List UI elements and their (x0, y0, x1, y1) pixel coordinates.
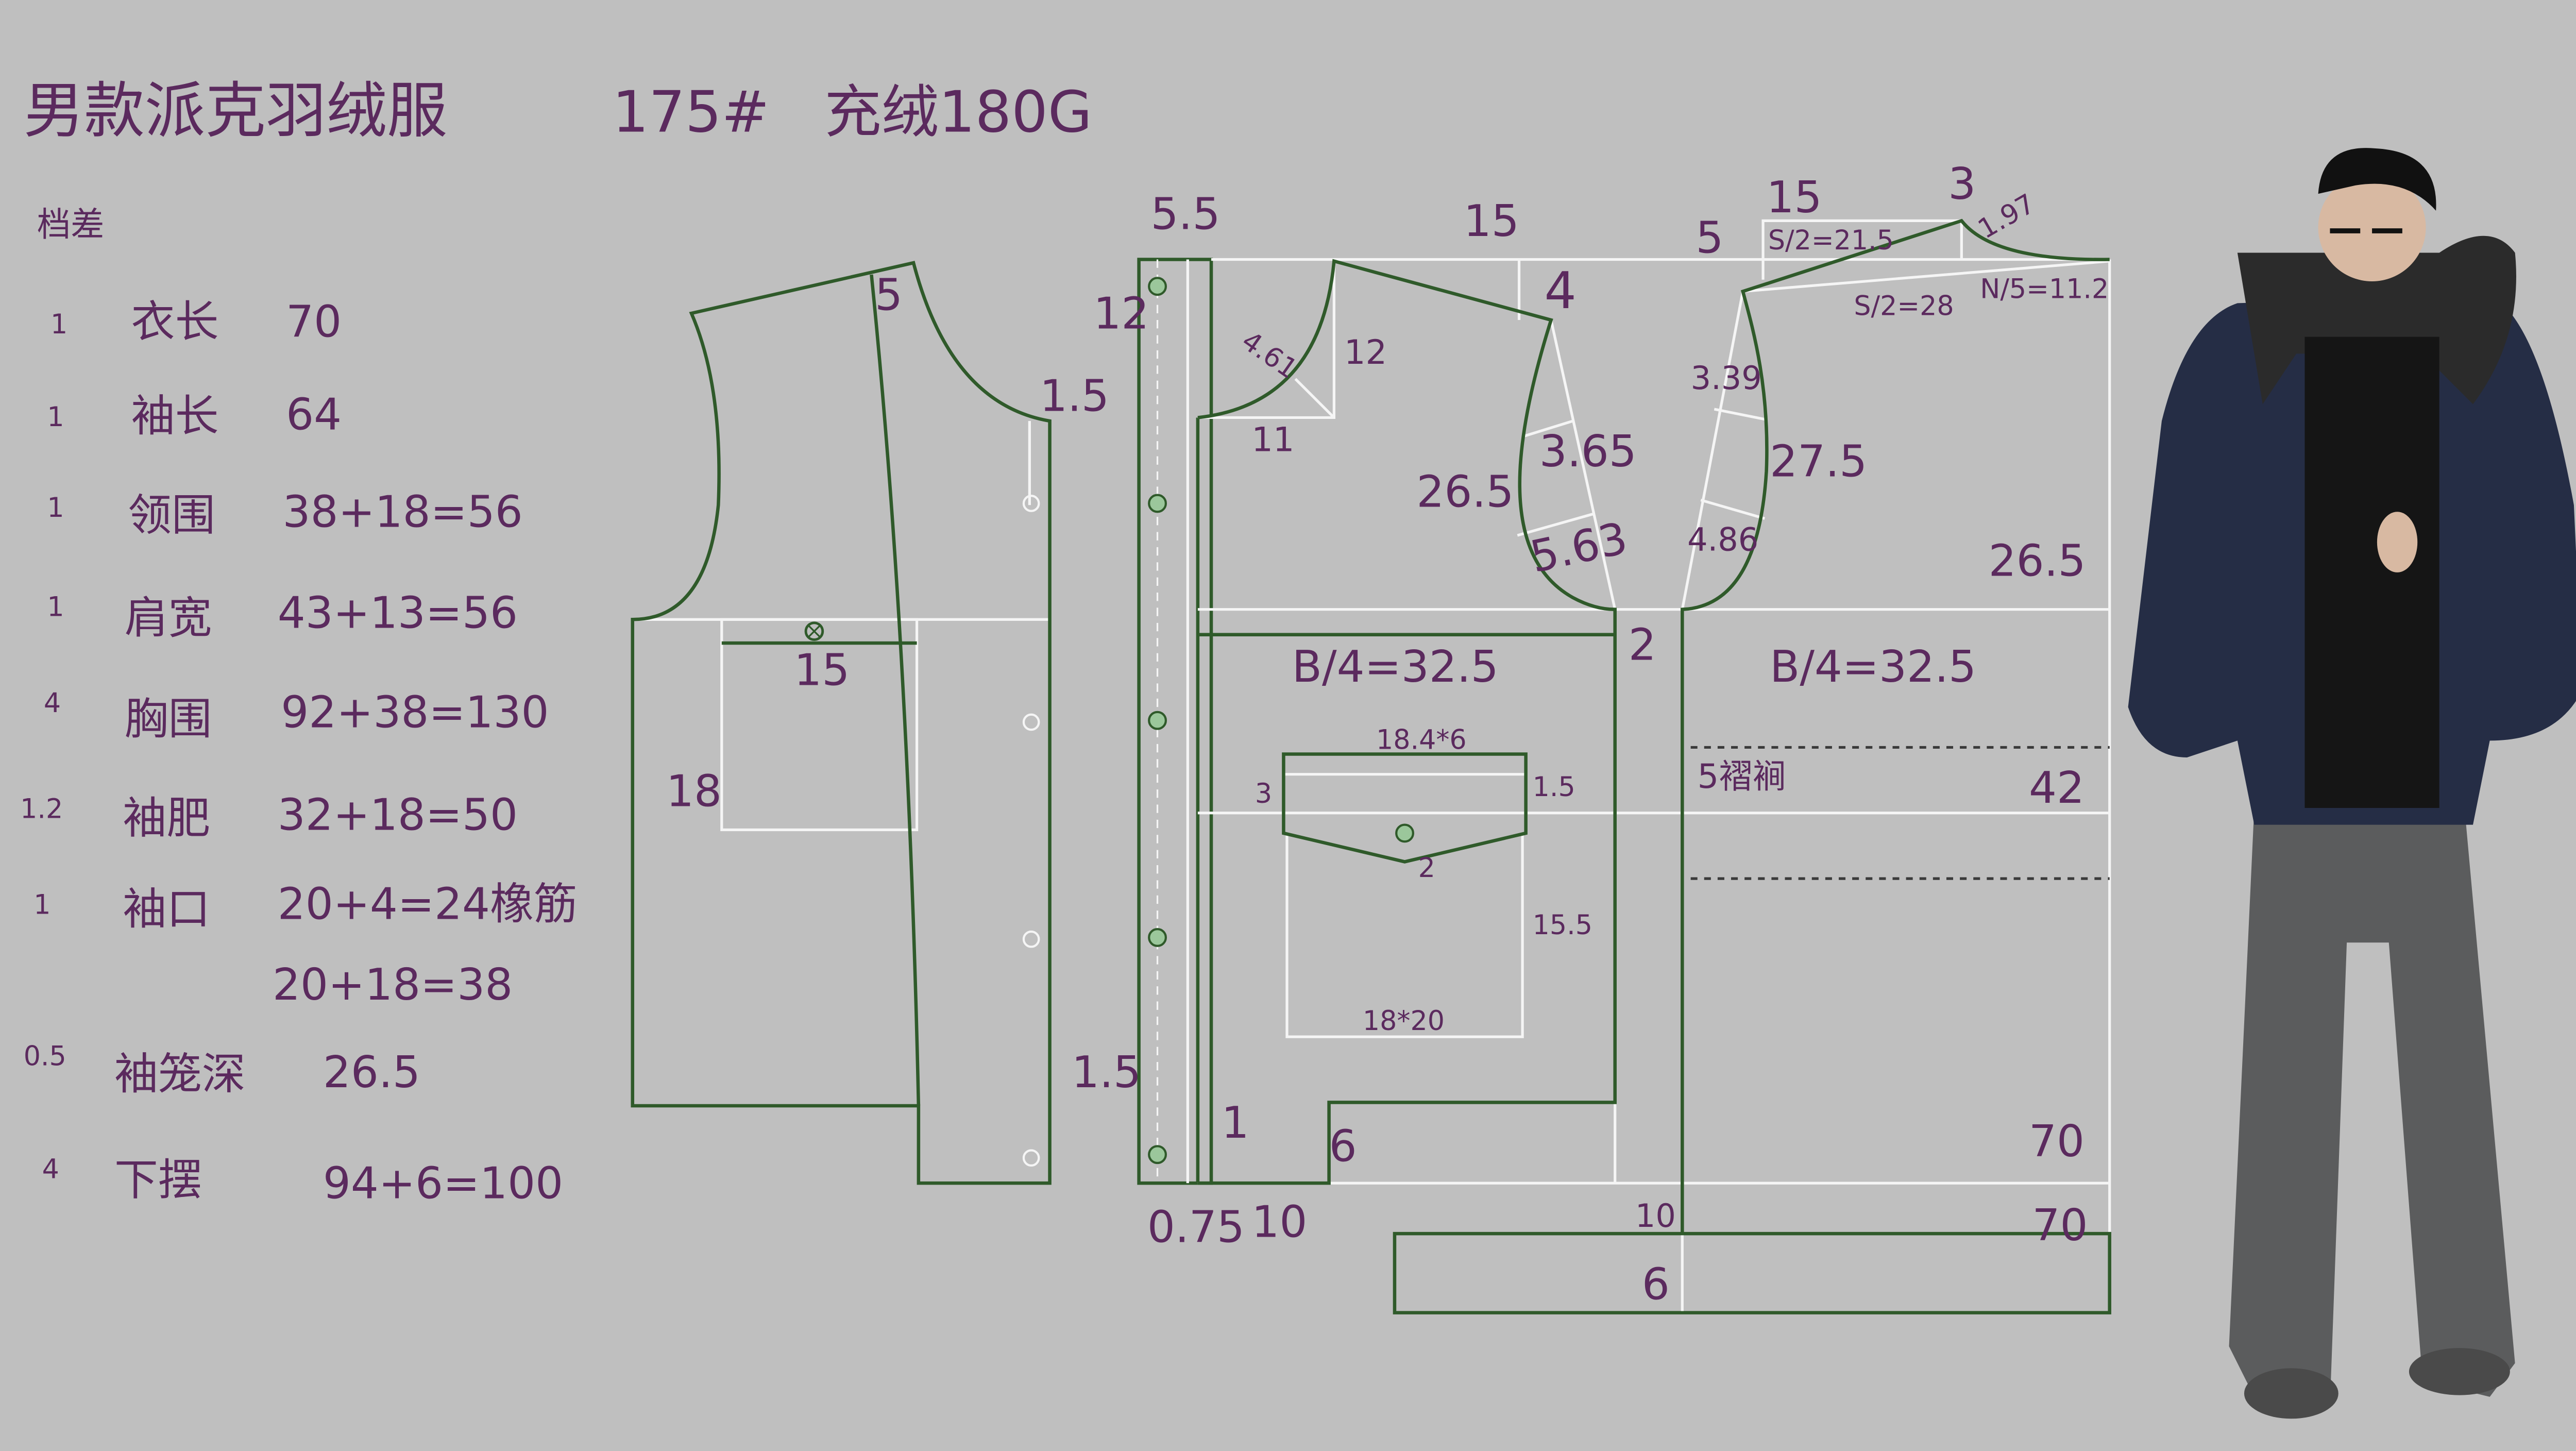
fill-label: 充绒180G (824, 79, 1092, 145)
spec-value-extra: 20+18=38 (273, 959, 513, 1010)
spec-name: 袖肥 (123, 793, 210, 844)
title: 男款派克羽绒服 (24, 75, 448, 146)
dim-label: 3.65 (1539, 426, 1637, 477)
dim-label: 15 (1464, 196, 1519, 247)
dim-label: S/2=28 (1854, 291, 1954, 322)
spec-name: 袖笼深 (114, 1049, 246, 1100)
dim-label: N/5=11.2 (1980, 274, 2109, 305)
dim-label: 12 (1093, 288, 1149, 339)
spec-name: 肩宽 (125, 593, 212, 644)
back-body-piece: 5 15 3 S/2=21.5 1.97 S/2=28 N/5=11.2 3.3… (1393, 159, 2111, 1314)
dim-label: 4 (1545, 262, 1577, 320)
dim-label: 3 (1255, 779, 1272, 809)
dim-label: 4.86 (1687, 520, 1758, 558)
front-panel-piece: 5 1.5 15 18 (631, 261, 1109, 1185)
dim-label: 70 (2032, 1200, 2088, 1251)
spec-value: 26.5 (323, 1047, 420, 1098)
spec-name: 袖口 (123, 884, 210, 935)
dim-label: 6 (1329, 1121, 1357, 1172)
spec-name: 衣长 (131, 297, 219, 348)
spec-grade: 1 (47, 402, 64, 433)
button-marker (1395, 823, 1414, 843)
dim-label: 2 (1629, 620, 1656, 671)
spec-value: 64 (286, 389, 342, 440)
dim-label: 12 (1344, 333, 1387, 372)
header: 男款派克羽绒服 175# 充绒180G (24, 75, 1092, 146)
spec-list: 档差 1 衣长 70 1 袖长 64 1 领围 38+18=56 1 肩宽 43… (20, 205, 578, 1209)
dim-label: 3 (1948, 159, 1976, 210)
spec-grade: 1 (50, 309, 67, 340)
dim-label: 5 (1696, 212, 1723, 263)
dim-label: 2 (1418, 853, 1435, 884)
dim-label: 18*20 (1363, 1006, 1445, 1037)
dim-label: B/4=32.5 (1770, 642, 1976, 693)
dim-label: 0.75 (1147, 1202, 1245, 1253)
grade-title: 档差 (37, 205, 105, 244)
dim-label: 5 (875, 269, 903, 320)
dim-label: 18.4*6 (1376, 725, 1467, 756)
spec-name: 胸围 (125, 694, 212, 745)
dim-label: 11 (1251, 420, 1294, 460)
spec-name: 下摆 (114, 1155, 202, 1206)
dim-label: 5.5 (1150, 189, 1220, 240)
spec-grade: 4 (42, 1154, 59, 1185)
spec-value: 70 (286, 297, 342, 348)
button-markers (1022, 495, 1040, 1167)
spec-value: 32+18=50 (278, 789, 518, 840)
dim-label: 18 (666, 766, 722, 817)
dim-label: 6 (1642, 1259, 1670, 1310)
dim-label: 1.5 (1040, 370, 1109, 421)
pleat-label: 5褶裥 (1698, 757, 1786, 796)
dim-label: 10 (1635, 1197, 1676, 1235)
spec-value: 38+18=56 (283, 487, 523, 538)
spec-grade: 1.2 (20, 794, 63, 825)
button-marker (804, 621, 824, 641)
collar-band (1393, 1231, 2111, 1314)
placket-piece: 5.5 12 1.5 0.75 10 1 (1072, 189, 1307, 1253)
dim-label: S/2=21.5 (1768, 225, 1894, 256)
dim-label: 1.5 (1533, 772, 1575, 803)
dim-label: 26.5 (1416, 467, 1514, 518)
spec-value: 43+13=56 (278, 588, 518, 639)
dim-label: 70 (2029, 1116, 2084, 1167)
spec-grade: 1 (47, 493, 64, 524)
dim-label: 3.39 (1691, 359, 1762, 397)
dim-label: 42 (2029, 763, 2084, 814)
chest-pocket (1282, 752, 1528, 1038)
size-label: 175# (613, 79, 770, 145)
spec-name: 袖长 (131, 391, 219, 442)
dim-label: 27.5 (1770, 436, 1867, 487)
dim-label: 10 (1251, 1197, 1307, 1248)
dim-label: 1.5 (1072, 1047, 1141, 1098)
spec-grade: 0.5 (24, 1041, 66, 1072)
model-photo (2128, 148, 2576, 1419)
spec-grade: 4 (44, 688, 61, 719)
button-markers-green (1148, 277, 1167, 1165)
dim-label: 15 (794, 645, 850, 696)
dim-label: 15.5 (1533, 910, 1592, 941)
spec-value: 94+6=100 (323, 1158, 563, 1209)
dim-label: 15 (1767, 172, 1822, 223)
dim-label: B/4=32.5 (1292, 642, 1499, 693)
spec-grade: 1 (47, 592, 64, 623)
spec-name: 领围 (128, 490, 215, 541)
spec-value: 20+4=24橡筋 (278, 879, 578, 930)
spec-grade: 1 (33, 890, 50, 921)
dim-label: 1 (1222, 1098, 1249, 1149)
dim-label: 26.5 (1989, 535, 2086, 586)
spec-value: 92+38=130 (281, 687, 549, 738)
front-body-piece: 15 4.61 12 11 4 26.5 3.65 5.63 B/4=32.5 … (1197, 196, 2110, 1185)
